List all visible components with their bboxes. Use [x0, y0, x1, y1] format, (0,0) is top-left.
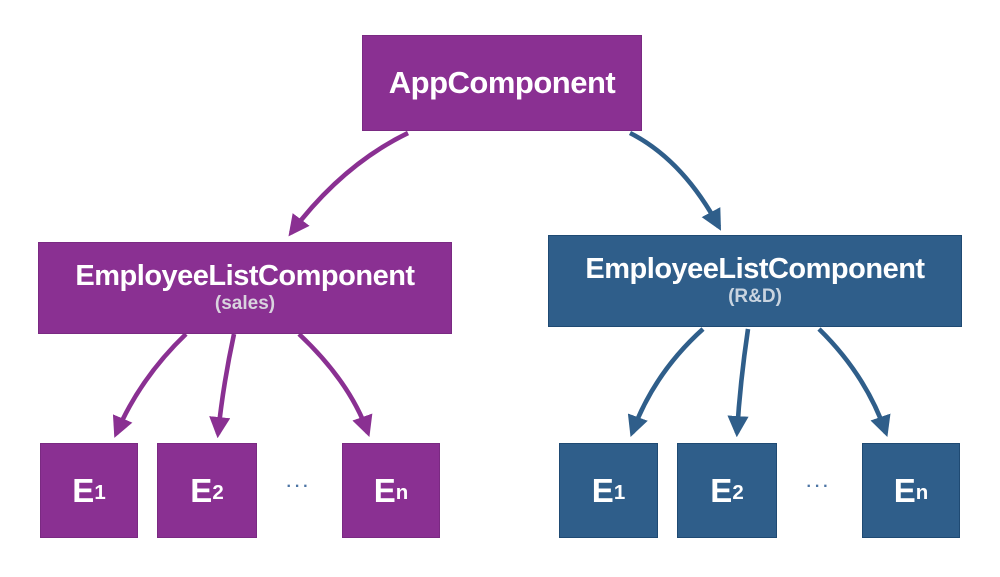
employee-list-rnd-label: EmployeeListComponent	[585, 253, 925, 286]
employee-label-base: E	[373, 471, 396, 509]
employee-list-rnd-box: EmployeeListComponent (R&D)	[548, 235, 962, 327]
arrow-rnd-to-en	[817, 327, 891, 438]
arrow-sales-to-e2	[209, 333, 237, 439]
employee-label-base: E	[190, 471, 213, 509]
ellipsis-rnd: ···	[806, 478, 832, 495]
employee-list-sales-label: EmployeeListComponent	[75, 260, 415, 293]
arrow-root-to-sales	[288, 130, 410, 237]
employee-label-base: E	[72, 471, 95, 509]
employee-list-rnd-sublabel: (R&D)	[728, 285, 782, 307]
app-component-box: AppComponent	[362, 35, 642, 131]
arrow-sales-to-en	[297, 332, 373, 437]
app-component-label: AppComponent	[388, 65, 616, 100]
arrow-rnd-to-e1	[627, 327, 705, 437]
ellipsis-sales: ···	[286, 478, 312, 495]
arrow-sales-to-e1	[112, 332, 188, 438]
employee-list-sales-sublabel: (sales)	[214, 292, 276, 314]
arrow-rnd-to-e2	[727, 328, 751, 438]
arrow-root-to-rnd	[628, 130, 722, 231]
employee-label-base: E	[710, 471, 733, 509]
employee-label-base: E	[591, 471, 614, 509]
employee-label-base: E	[893, 471, 916, 509]
employee-list-sales-box: EmployeeListComponent (sales)	[38, 242, 452, 334]
